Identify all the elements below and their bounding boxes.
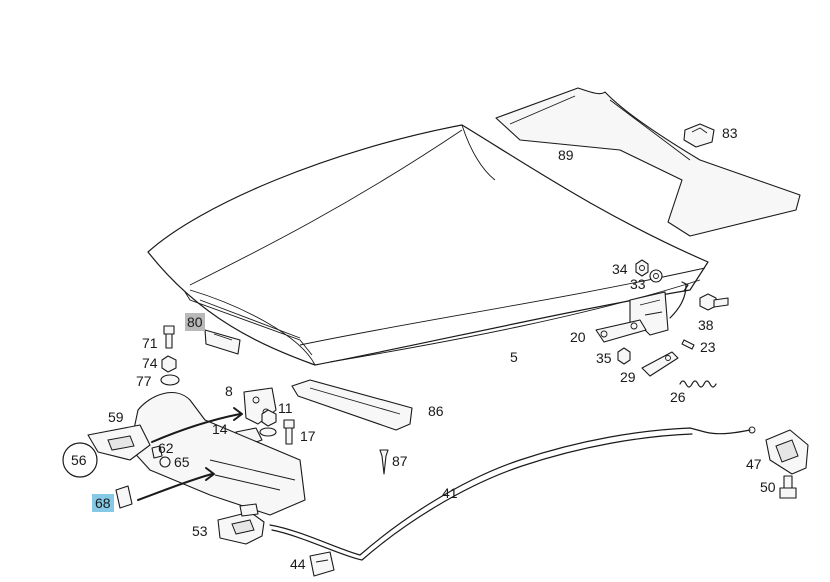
nut-35 <box>617 347 631 365</box>
callout-80: 80 <box>187 314 203 330</box>
latch-59 <box>87 424 151 461</box>
callout-50: 50 <box>760 479 776 495</box>
callout-65: 65 <box>174 454 190 470</box>
callout-11: 11 <box>278 400 293 416</box>
handle-53 <box>217 503 265 545</box>
callout-62: 62 <box>158 440 174 456</box>
bolt-38 <box>699 293 729 311</box>
callout-34: 34 <box>612 261 628 277</box>
highlight-68 <box>92 494 114 512</box>
rail-86 <box>291 379 413 431</box>
nut-11 <box>259 409 277 437</box>
release-cable-41 <box>269 426 756 561</box>
callout-26: 26 <box>670 389 686 405</box>
arrow-to-hinge <box>151 413 241 443</box>
callout-87: 87 <box>392 453 408 469</box>
insulation-mat <box>495 87 801 237</box>
washer-33 <box>649 269 663 283</box>
callout-23: 23 <box>700 339 716 355</box>
clip-83 <box>683 123 715 148</box>
bolt-71 <box>163 325 175 349</box>
pin-87 <box>379 449 389 475</box>
lever-29 <box>641 351 679 377</box>
spring-26 <box>679 380 717 388</box>
clip-44 <box>309 551 335 577</box>
callout-14: 14 <box>212 421 228 437</box>
callout-89: 89 <box>558 147 574 163</box>
callout-56: 56 <box>71 452 87 468</box>
callout-83: 83 <box>722 125 738 141</box>
callout-41: 41 <box>442 485 458 501</box>
callout-20: 20 <box>570 329 586 345</box>
callout-47: 47 <box>746 456 762 472</box>
washer-77 <box>160 374 180 386</box>
callout-56-circle <box>62 442 98 478</box>
callout-68: 68 <box>95 495 111 511</box>
callout-35: 35 <box>596 350 612 366</box>
callout-74: 74 <box>142 355 158 371</box>
callout-71: 71 <box>142 335 158 351</box>
nut-65 <box>159 456 171 468</box>
lock-47 <box>765 429 809 475</box>
callout-29: 29 <box>620 369 636 385</box>
callout-17: 17 <box>300 428 316 444</box>
bolt-17 <box>283 419 295 445</box>
bracket-80 <box>204 329 241 355</box>
nut-74 <box>161 355 177 373</box>
callout-59: 59 <box>108 409 124 425</box>
callout-5: 5 <box>510 349 518 365</box>
nut-34 <box>635 259 649 277</box>
callout-86: 86 <box>428 403 444 419</box>
arrow-to-cable <box>137 473 213 501</box>
shield-panel <box>129 392 306 516</box>
callout-33: 33 <box>630 276 646 292</box>
clip-68 <box>115 485 133 509</box>
bolt-50 <box>779 475 797 499</box>
hood-panel <box>147 124 709 366</box>
callout-38: 38 <box>698 317 714 333</box>
callout-8: 8 <box>225 383 233 399</box>
hinge-link-20 <box>595 319 647 343</box>
callout-44: 44 <box>290 556 306 572</box>
callout-77: 77 <box>136 373 152 389</box>
clip-62 <box>151 445 163 459</box>
highlight-80 <box>185 313 205 331</box>
pin-23 <box>681 339 695 350</box>
callout-53: 53 <box>192 523 208 539</box>
